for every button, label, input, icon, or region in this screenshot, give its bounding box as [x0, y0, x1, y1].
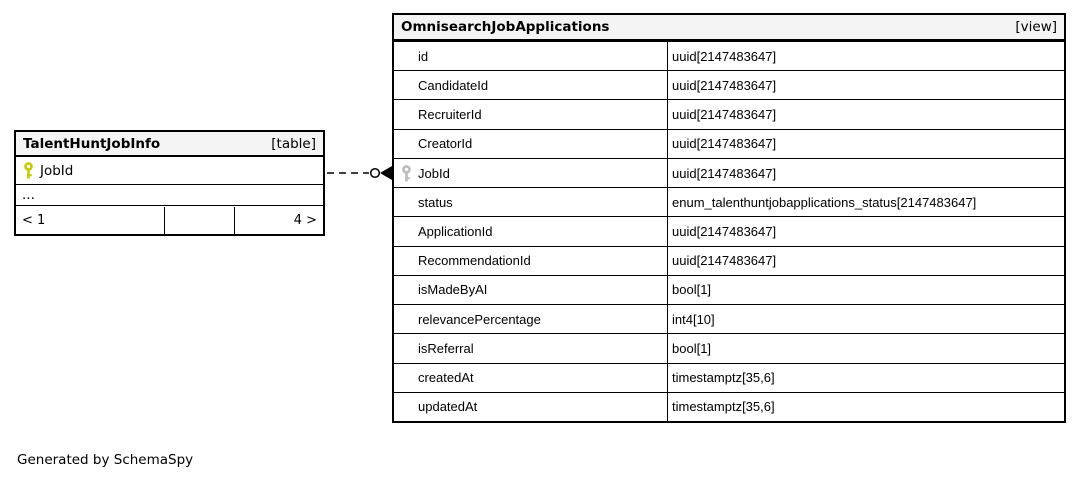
column-type: uuid[2147483647]	[667, 246, 1064, 275]
column-name: relevancePercentage	[418, 311, 541, 327]
column-type: bool[1]	[667, 334, 1064, 363]
column-row: status enum_talenthuntjobapplications_st…	[394, 187, 1064, 217]
column-row: isReferral bool[1]	[394, 333, 1064, 363]
column-type: uuid[2147483647]	[667, 42, 1064, 71]
column-row: RecommendationId uuid[2147483647]	[394, 245, 1064, 275]
arrowhead-symbol	[380, 166, 392, 180]
column-name: updatedAt	[418, 399, 478, 415]
column-name: status	[418, 194, 453, 210]
column-row: RecruiterId uuid[2147483647]	[394, 99, 1064, 129]
column-name: isReferral	[418, 340, 474, 356]
column-type: uuid[2147483647]	[667, 100, 1064, 129]
column-row: createdAt timestamptz[35,6]	[394, 362, 1064, 392]
column-row: id uuid[2147483647]	[394, 41, 1064, 71]
column-type: uuid[2147483647]	[667, 71, 1064, 100]
column-name: JobId	[418, 165, 450, 181]
view-kind-badge: [view]	[1015, 19, 1057, 35]
table-title: TalentHuntJobInfo	[23, 135, 161, 152]
table-node-talenthuntjobinfo[interactable]: TalentHuntJobInfo [table] JobId ... < 1 …	[14, 130, 325, 236]
column-name: id	[418, 48, 429, 64]
column-row: CreatorId uuid[2147483647]	[394, 128, 1064, 158]
table-node-omnisearchjobapplications[interactable]: OmnisearchJobApplications [view] id uuid…	[392, 13, 1066, 423]
column-type: uuid[2147483647]	[667, 158, 1064, 188]
table-node-header[interactable]: TalentHuntJobInfo [table]	[16, 132, 323, 157]
column-name: createdAt	[418, 370, 474, 386]
zero-circle-symbol	[369, 167, 381, 179]
column-row: isMadeByAI bool[1]	[394, 274, 1064, 305]
parent-count[interactable]: < 1	[22, 213, 46, 228]
column-row: updatedAt timestamptz[35,6]	[394, 391, 1064, 422]
column-name: RecruiterId	[418, 107, 482, 123]
column-type: int4[10]	[667, 305, 1064, 334]
column-type: uuid[2147483647]	[667, 217, 1064, 246]
column-type: enum_talenthuntjobapplications_status[21…	[667, 188, 1064, 217]
relationship-count-row: < 1 4 >	[16, 207, 323, 234]
view-title: OmnisearchJobApplications	[401, 19, 610, 35]
column-type: bool[1]	[667, 275, 1064, 305]
generator-credit: Generated by SchemaSpy	[17, 452, 194, 468]
view-node-header[interactable]: OmnisearchJobApplications [view]	[394, 15, 1064, 41]
column-name: isMadeByAI	[418, 282, 488, 298]
column-row: relevancePercentage int4[10]	[394, 304, 1064, 334]
column-name: RecommendationId	[418, 253, 531, 269]
table-kind-badge: [table]	[271, 135, 316, 152]
primary-key-icon	[16, 162, 40, 179]
column-row: ApplicationId uuid[2147483647]	[394, 216, 1064, 246]
column-row-jobid-fk: JobId uuid[2147483647]	[394, 157, 1064, 188]
relationship-connector	[327, 166, 392, 180]
hidden-columns-ellipsis: ...	[16, 185, 323, 206]
column-name: CandidateId	[418, 77, 489, 93]
count-spacer-cell	[164, 207, 235, 234]
foreign-key-icon	[394, 164, 418, 182]
column-type: timestamptz[35,6]	[667, 392, 1064, 422]
column-name: CreatorId	[418, 136, 473, 152]
child-count[interactable]: 4 >	[293, 213, 317, 228]
column-name: JobId	[40, 162, 74, 179]
column-type: uuid[2147483647]	[667, 129, 1064, 158]
column-name: ApplicationId	[418, 224, 493, 240]
column-row-jobid: JobId	[16, 157, 323, 185]
column-type: timestamptz[35,6]	[667, 363, 1064, 392]
column-row: CandidateId uuid[2147483647]	[394, 70, 1064, 100]
